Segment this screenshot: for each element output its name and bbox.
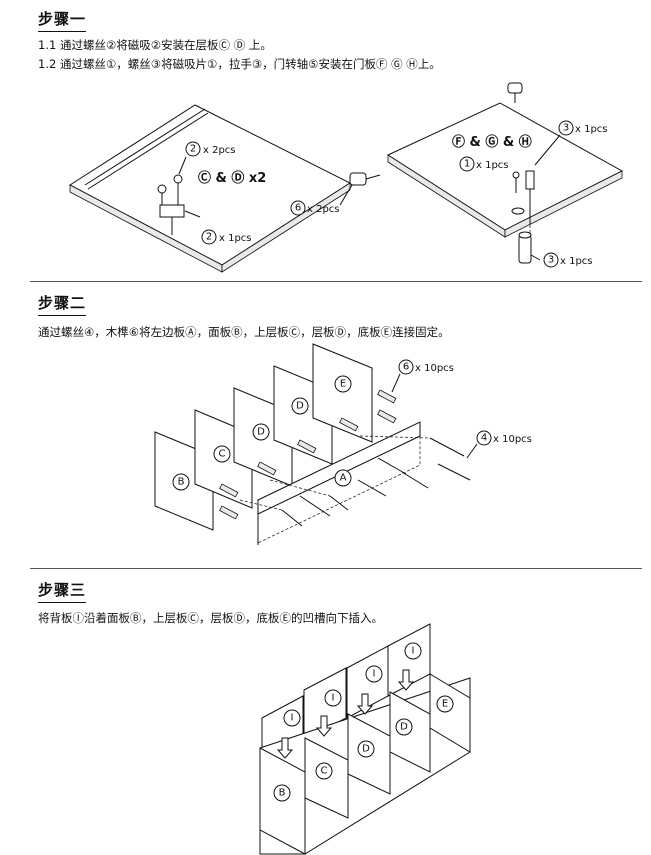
pin-qty: x 2pcs: [307, 204, 340, 215]
svg-text:I: I: [332, 693, 335, 704]
screw-2-number: 2: [190, 144, 196, 155]
magnet-qty: x 1pcs: [219, 233, 252, 244]
svg-text:I: I: [291, 713, 294, 724]
panel-e-illustration: E: [312, 343, 373, 443]
svg-text:B: B: [178, 477, 185, 488]
panel-a-illustration: A: [257, 421, 421, 545]
magnet-illustration: [159, 204, 201, 235]
svg-text:E: E: [442, 699, 448, 710]
step3-line: 将背板Ⓘ沿着面板Ⓑ，上层板Ⓒ，层板Ⓓ，底板Ⓔ的凹槽向下插入。: [38, 611, 383, 625]
handle-qty: x 1pcs: [560, 256, 593, 267]
svg-text:E: E: [340, 379, 346, 390]
dowels-illustration: [219, 389, 397, 520]
svg-text:C: C: [219, 449, 226, 460]
step1-line-1: 1.1 通过螺丝②将磁吸②安装在层板Ⓒ Ⓓ 上。: [38, 38, 272, 52]
screw-4-number: 4: [481, 433, 487, 444]
shelf-board-illustration: [69, 104, 352, 273]
magnet-circle: [201, 229, 217, 245]
svg-text:C: C: [321, 766, 328, 777]
svg-text:B: B: [279, 788, 286, 799]
pin-circle: [290, 200, 306, 216]
plate-number: 1: [464, 159, 470, 170]
hinge-pin-illustration: [349, 82, 523, 186]
svg-text:D: D: [296, 401, 304, 412]
divider-2: [30, 568, 642, 569]
handle-circle: [543, 252, 559, 268]
svg-text:I: I: [373, 669, 376, 680]
screw-3-illustration: [525, 170, 535, 235]
svg-text:D: D: [257, 427, 265, 438]
dowel-6-qty: x 10pcs: [415, 363, 454, 374]
boards-cd-label: Ⓒ & Ⓓ x2: [198, 170, 266, 186]
screw-2-circle: [185, 141, 201, 157]
step2-title: 步骤二: [38, 294, 87, 316]
divider-1: [30, 281, 642, 282]
step3-title: 步骤三: [38, 581, 87, 603]
dowel-6-number: 6: [403, 362, 409, 373]
svg-text:I: I: [412, 646, 415, 657]
dowel-6-circle: [398, 359, 414, 375]
step1-title: 步骤一: [38, 10, 87, 32]
handle-number: 3: [548, 255, 554, 266]
step2-drawing: B C D D E A: [154, 343, 532, 545]
screw-4-qty: x 10pcs: [493, 434, 532, 445]
step2-line: 通过螺丝④，木榫⑥将左边板Ⓐ，面板Ⓑ，上层板Ⓒ，层板Ⓓ，底板Ⓔ连接固定。: [38, 325, 450, 339]
screw-3-qty: x 1pcs: [575, 124, 608, 135]
screw-4-circle: [476, 430, 492, 446]
pin-number: 6: [295, 203, 301, 214]
screw-2-qty: x 2pcs: [203, 145, 236, 156]
step1-line-2: 1.2 通过螺丝①，螺丝③将磁吸片①，拉手③，门转轴⑤安装在门板Ⓕ Ⓖ Ⓗ上。: [38, 57, 441, 71]
svg-text:D: D: [400, 722, 408, 733]
screws-illustration: [239, 435, 471, 527]
cabinet-illustration: I I I I B C D D E: [259, 623, 471, 855]
svg-text:D: D: [362, 744, 370, 755]
step1-drawing: 2 x 2pcs Ⓒ & Ⓓ x2 2 x 1pcs 6 x 2pcs Ⓕ & …: [69, 82, 624, 273]
screw-3-circle: [558, 120, 574, 136]
screw-3-number: 3: [563, 123, 569, 134]
screw-2-illustration: [157, 174, 183, 215]
plate-qty: x 1pcs: [476, 160, 509, 171]
svg-text:A: A: [340, 473, 347, 484]
door-board-illustration: [386, 102, 624, 238]
plate-circle: [459, 156, 475, 172]
magnet-number: 2: [206, 232, 212, 243]
step3-drawing: I I I I B C D D E: [259, 623, 471, 855]
handle-illustration: [518, 231, 532, 264]
screw-1-illustration: [511, 171, 525, 215]
doors-fgh-label: Ⓕ & Ⓖ & Ⓗ: [452, 134, 532, 150]
